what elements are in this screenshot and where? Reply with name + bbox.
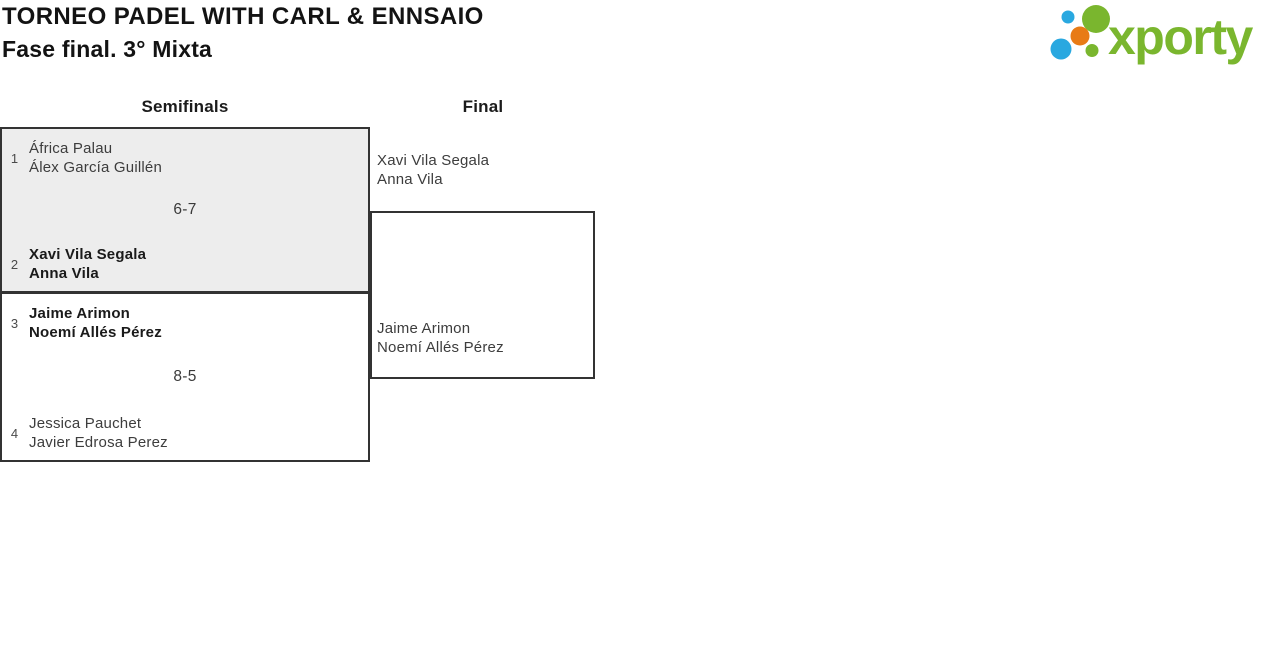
seed-number: 1: [10, 150, 19, 166]
match-card-semifinal-2: 3 Jaime Arimon Noemí Allés Pérez 8-5 4 J…: [0, 292, 370, 462]
xporty-logo[interactable]: xporty: [1048, 2, 1280, 68]
seed-number: 3: [10, 315, 19, 331]
player-name: Xavi Vila Segala: [377, 152, 490, 169]
match-score: 8-5: [173, 368, 197, 385]
player-name: Xavi Vila Segala: [29, 246, 147, 263]
page-title: TORNEO PADEL WITH CARL & ENNSAIO: [2, 3, 484, 30]
player-name: Anna Vila: [377, 171, 443, 188]
team-names: África Palau Álex García Guillén: [29, 139, 162, 177]
player-name: Jaime Arimon: [377, 320, 471, 337]
player-name: África Palau: [29, 140, 113, 157]
team-row-seed3: 3 Jaime Arimon Noemí Allés Pérez: [9, 304, 162, 342]
logo-dot-blue-small: [1061, 10, 1075, 24]
player-name: Noemí Allés Pérez: [29, 324, 162, 341]
team-names: Jaime Arimon Noemí Allés Pérez: [29, 304, 162, 342]
final-match-box: [370, 211, 595, 379]
logo-dot-green-large: [1082, 5, 1110, 33]
xporty-logo-mark: xporty: [1050, 5, 1255, 65]
page-subtitle: Fase final. 3° Mixta: [2, 36, 213, 62]
seed-number: 4: [10, 425, 19, 441]
team-row-seed2: 2 Xavi Vila Segala Anna Vila: [9, 245, 146, 283]
team-names: Xavi Vila Segala Anna Vila: [29, 245, 146, 283]
seed-number: 2: [10, 256, 19, 272]
team-row-seed1: 1 África Palau Álex García Guillén: [9, 139, 162, 177]
round-label-final: Final: [462, 97, 504, 116]
logo-dot-orange: [1070, 26, 1090, 46]
player-name: Jaime Arimon: [29, 305, 131, 322]
round-label-semifinals: Semifinals: [141, 97, 229, 116]
match-card-semifinal-1: 1 África Palau Álex García Guillén 6-7 2…: [0, 127, 370, 293]
team-names: Jessica Pauchet Javier Edrosa Perez: [29, 414, 168, 452]
final-team-top: Xavi Vila Segala Anna Vila: [377, 151, 489, 189]
xporty-logo-text: xporty: [1108, 9, 1254, 65]
logo-dot-blue-large: [1050, 38, 1072, 60]
logo-dot-green-small: [1085, 44, 1099, 57]
player-name: Jessica Pauchet: [29, 415, 142, 432]
team-row-seed4: 4 Jessica Pauchet Javier Edrosa Perez: [9, 414, 168, 452]
match-score: 6-7: [173, 201, 197, 218]
player-name: Noemí Allés Pérez: [377, 339, 504, 356]
player-name: Anna Vila: [29, 265, 99, 282]
player-name: Álex García Guillén: [29, 159, 163, 176]
player-name: Javier Edrosa Perez: [29, 434, 168, 451]
final-team-bottom: Jaime Arimon Noemí Allés Pérez: [377, 319, 504, 357]
